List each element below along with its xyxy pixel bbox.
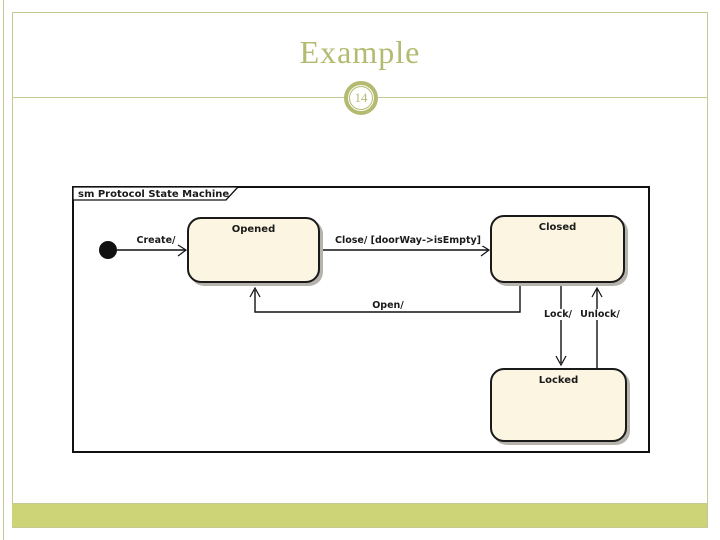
transition-unlock-arrowhead (591, 286, 603, 298)
initial-state-dot (99, 241, 117, 259)
diagram-frame (72, 186, 650, 453)
transition-lock-arrowhead (555, 355, 567, 367)
transition-open-label: Open/ (370, 300, 406, 311)
state-locked-label: Locked (538, 375, 579, 386)
slide-title: Example (299, 34, 421, 70)
state-closed-label: Closed (538, 222, 577, 233)
frame-label-tab (72, 186, 240, 201)
frame-label: sm Protocol State Machine (78, 189, 230, 200)
state-opened-label: Opened (231, 224, 276, 235)
state-opened: Opened (187, 217, 320, 283)
transition-open-line (254, 285, 521, 313)
bottom-accent-bar (12, 503, 707, 527)
transition-create-arrowhead (177, 244, 188, 257)
state-locked: Locked (490, 368, 627, 442)
page-number-badge: 14 (344, 81, 378, 115)
slide-border (12, 12, 708, 528)
transition-lock-label: Lock/ (542, 309, 574, 320)
transition-create-label: Create/ (134, 235, 178, 246)
transition-close-label: Close/ [doorWay->isEmpty] (332, 235, 484, 246)
page-number: 14 (354, 90, 368, 105)
state-closed: Closed (490, 215, 625, 283)
transition-unlock-label: Unlock/ (578, 309, 622, 320)
transition-close-arrowhead (480, 244, 491, 257)
transition-open-arrowhead (249, 286, 261, 298)
left-accent-line (3, 0, 4, 540)
